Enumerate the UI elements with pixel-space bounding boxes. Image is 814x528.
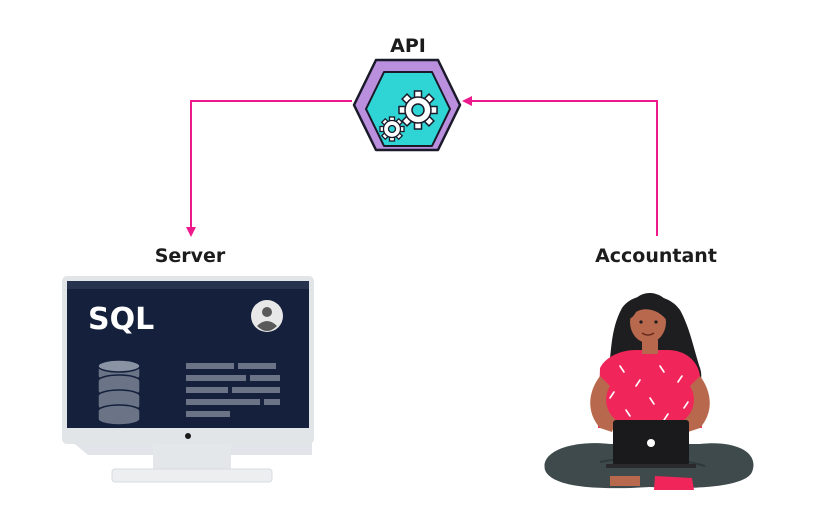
arm-right [684,376,710,432]
shirt [598,350,702,428]
arm-left [590,376,616,432]
arrow-accountant-to-api [462,96,658,236]
foot-right [610,476,640,486]
screen-sql-text: SQL [88,302,154,337]
person-laptop-icon [544,293,754,490]
arrow-api-to-server [186,100,352,237]
node-accountant: Accountant [544,245,754,490]
server-label: Server [155,245,226,267]
gear-large-icon [398,90,438,130]
accountant-label: Accountant [595,245,717,267]
node-api: API [352,35,462,152]
edge-accountant-to-api [462,96,658,236]
avatar-icon [251,300,283,332]
gears-hexagon-icon [352,58,462,152]
screen-text-lines [186,363,280,417]
monitor-stand [153,442,231,472]
shirt-pattern [609,365,689,421]
monitor-base [111,468,273,483]
monitor-power-dot [185,433,191,439]
monitor-database-icon: SQL [58,276,314,483]
laptop-icon [606,420,696,468]
gear-small-icon [379,116,405,142]
hair-front [628,293,670,322]
foot-left [654,476,694,490]
database-icon [97,359,141,426]
api-label: API [390,35,426,57]
node-server: Server SQL [58,245,314,483]
edge-api-to-server [186,100,352,237]
